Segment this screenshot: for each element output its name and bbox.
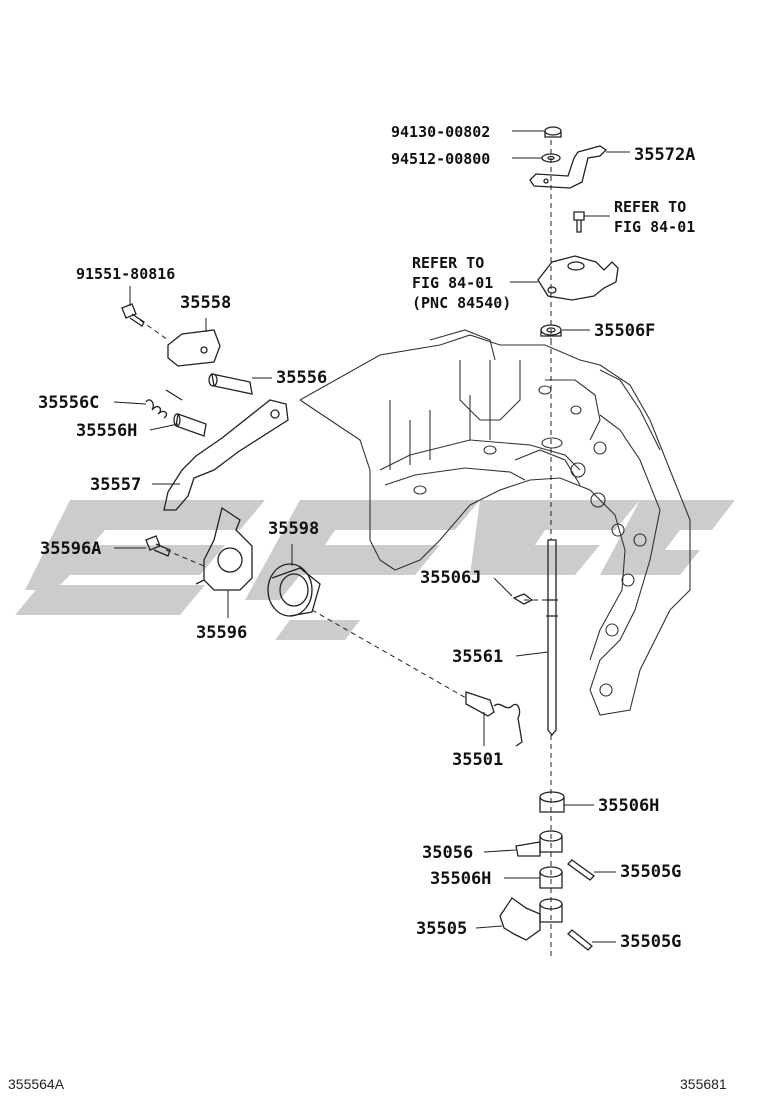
footer-right-code: 355681	[680, 1076, 727, 1092]
label-35056: 35056	[422, 843, 474, 863]
bush-icon	[539, 791, 565, 813]
footer-left-code: 355564A	[8, 1076, 65, 1092]
coil-spring-icon	[145, 389, 183, 419]
transmission-case	[299, 329, 691, 716]
pin-short-icon	[173, 413, 207, 437]
label-35501: 35501	[452, 750, 504, 770]
control-lever-icon	[529, 145, 608, 189]
fig-ref-label-1: FIG 84-01	[614, 218, 696, 236]
pin-icon	[208, 373, 253, 395]
label-91551-80816: 91551-80816	[76, 265, 176, 283]
label-35506f: 35506F	[594, 321, 656, 341]
spring-pin-lower-icon	[567, 929, 593, 951]
bolt-35596a-icon	[145, 535, 171, 557]
label-35505g-lower: 35505G	[620, 932, 682, 952]
bolt-icon	[573, 211, 585, 233]
assembly-axis-lines	[139, 140, 552, 960]
label-35596: 35596	[196, 623, 248, 643]
leader-lines	[113, 130, 630, 943]
neutral-start-switch-icon	[537, 255, 619, 301]
fig-ref-label-2: FIG 84-01	[412, 274, 494, 292]
nut-icon	[544, 126, 562, 138]
bolt-small-icon	[121, 303, 145, 327]
parking-lock-plate-icon	[195, 506, 253, 591]
label-35506h-lower: 35506H	[430, 869, 492, 889]
label-35558: 35558	[180, 293, 232, 313]
label-35505g-upper: 35505G	[620, 862, 682, 882]
manual-valve-lever-icon	[163, 399, 289, 511]
spring-pin-icon	[567, 859, 595, 881]
refer-to-label-2: REFER TO	[412, 254, 485, 272]
label-35506j: 35506J	[420, 568, 482, 588]
refer-to-label-1: REFER TO	[614, 198, 687, 216]
label-35596a: 35596A	[40, 539, 102, 559]
label-35556h: 35556H	[76, 421, 138, 441]
label-35598: 35598	[268, 519, 320, 539]
label-35561: 35561	[452, 647, 504, 667]
label-35572a: 35572A	[634, 145, 696, 165]
manual-valve-shaft-icon	[546, 539, 558, 737]
sensor-icon	[465, 691, 523, 747]
label-35556: 35556	[276, 368, 328, 388]
label-35505: 35505	[416, 919, 468, 939]
label-35557: 35557	[90, 475, 142, 495]
parking-pawl-bracket-icon	[499, 897, 563, 941]
label-94512-00800: 94512-00800	[391, 150, 491, 168]
label-94130-00802: 94130-00802	[391, 123, 491, 141]
label-35506h-upper: 35506H	[598, 796, 660, 816]
watermark-logo	[15, 500, 735, 640]
detent-spring-icon	[167, 329, 221, 367]
clip-icon	[512, 593, 534, 605]
pnc-ref-label: (PNC 84540)	[412, 294, 512, 312]
roller-icon	[267, 563, 321, 617]
label-35556c: 35556C	[38, 393, 100, 413]
parking-lever-icon	[515, 830, 563, 857]
